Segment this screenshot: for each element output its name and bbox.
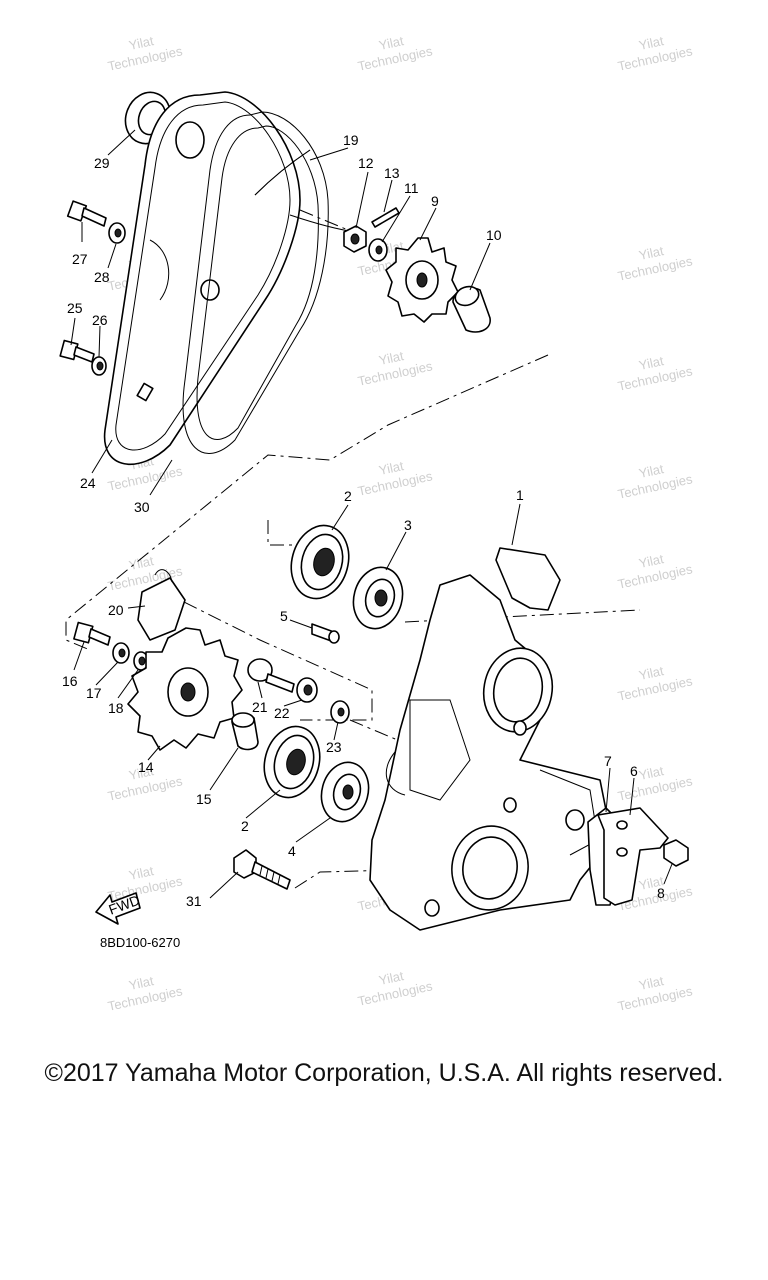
watermark-text: Yilat	[128, 973, 156, 993]
watermark-text: Yilat	[378, 458, 406, 478]
sprocket-part-14	[127, 627, 243, 751]
callout-28: 28	[94, 269, 110, 285]
sprocket-part-9	[385, 237, 459, 323]
callout-8: 8	[657, 885, 665, 901]
cotter-pin-part-13	[371, 207, 400, 228]
callout-23: 23	[326, 739, 342, 755]
housing-part-1	[369, 547, 613, 931]
washer-part-11	[368, 238, 388, 262]
callout-12: 12	[358, 155, 374, 171]
callout-5: 5	[280, 608, 288, 624]
seal-part-4	[320, 761, 370, 823]
callout-25: 25	[67, 300, 83, 316]
callout-16: 16	[62, 673, 78, 689]
washer-part-26	[91, 356, 107, 376]
tensioner-part-20	[137, 569, 186, 641]
bracket-part-6	[597, 807, 669, 906]
callout-6: 6	[630, 763, 638, 779]
watermark-text: Yilat	[638, 461, 666, 481]
copyright-notice: ©2017 Yamaha Motor Corporation, U.S.A. A…	[44, 1059, 724, 1087]
callout-2-upper: 2	[344, 488, 352, 504]
callout-10: 10	[486, 227, 502, 243]
chain-case-cover-part-24	[103, 91, 301, 466]
callout-29: 29	[94, 155, 110, 171]
callout-17: 17	[86, 685, 102, 701]
washer-part-23	[330, 700, 350, 724]
callout-1: 1	[516, 487, 524, 503]
leader-lines	[70, 129, 673, 899]
callout-18: 18	[108, 700, 124, 716]
watermark-text: Yilat	[638, 243, 666, 263]
watermark-text: Yilat	[638, 33, 666, 53]
watermark-text: Yilat	[638, 973, 666, 993]
callout-19: 19	[343, 132, 359, 148]
callout-7: 7	[604, 753, 612, 769]
callout-9: 9	[431, 193, 439, 209]
callout-14: 14	[138, 759, 154, 775]
spacer-part-15	[231, 712, 259, 751]
bearing-part-2-lower	[263, 725, 321, 799]
callout-11: 11	[404, 180, 419, 196]
spacer-part-10	[452, 285, 491, 333]
pin-part-5	[311, 623, 340, 644]
washer-part-17	[112, 642, 130, 664]
callout-15: 15	[196, 791, 212, 807]
watermark-text: Yilat	[378, 33, 406, 53]
callout-31: 31	[186, 893, 202, 909]
washer-part-28	[108, 222, 126, 244]
callout-27: 27	[72, 251, 88, 267]
callout-24: 24	[80, 475, 96, 491]
callout-21: 21	[252, 699, 268, 715]
callout-4: 4	[288, 843, 296, 859]
callout-2-lower: 2	[241, 818, 249, 834]
callout-3: 3	[404, 517, 412, 533]
bolt-part-27	[66, 200, 107, 227]
callout-26: 26	[92, 312, 108, 328]
watermark-text: Yilat	[128, 553, 156, 573]
callout-13: 13	[384, 165, 400, 181]
seal-part-3	[352, 566, 404, 630]
watermark-text: Yilat	[638, 873, 666, 893]
watermark-text: Yilat	[378, 968, 406, 988]
watermark-text: Yilat	[638, 551, 666, 571]
reference-code: 8BD100-6270	[100, 935, 180, 950]
watermark-text: Yilat	[638, 353, 666, 373]
watermark-text: Yilat	[378, 348, 406, 368]
watermark-text: Yilat	[128, 863, 156, 883]
bolt-part-21	[247, 658, 295, 693]
bolt-part-31	[233, 849, 291, 890]
callout-numbers: 1 2 2 3 4 5 6 7 8 9 10 11 12 13 14 15 16…	[62, 132, 665, 909]
bolt-part-16	[73, 621, 111, 646]
bolt-part-8	[663, 839, 689, 867]
nut-part-12	[343, 225, 367, 253]
washer-part-22	[296, 677, 318, 703]
gasket-part-30	[182, 111, 329, 454]
watermark-text: Yilat	[128, 763, 156, 783]
bearing-part-2-upper	[290, 524, 350, 600]
watermark-text: Yilat	[128, 33, 156, 53]
callout-22: 22	[274, 705, 290, 721]
bolt-part-25	[59, 339, 95, 363]
callout-30: 30	[134, 499, 150, 515]
watermark-text: Yilat	[638, 763, 666, 783]
watermark-text: Yilat	[638, 663, 666, 683]
callout-20: 20	[108, 602, 124, 618]
